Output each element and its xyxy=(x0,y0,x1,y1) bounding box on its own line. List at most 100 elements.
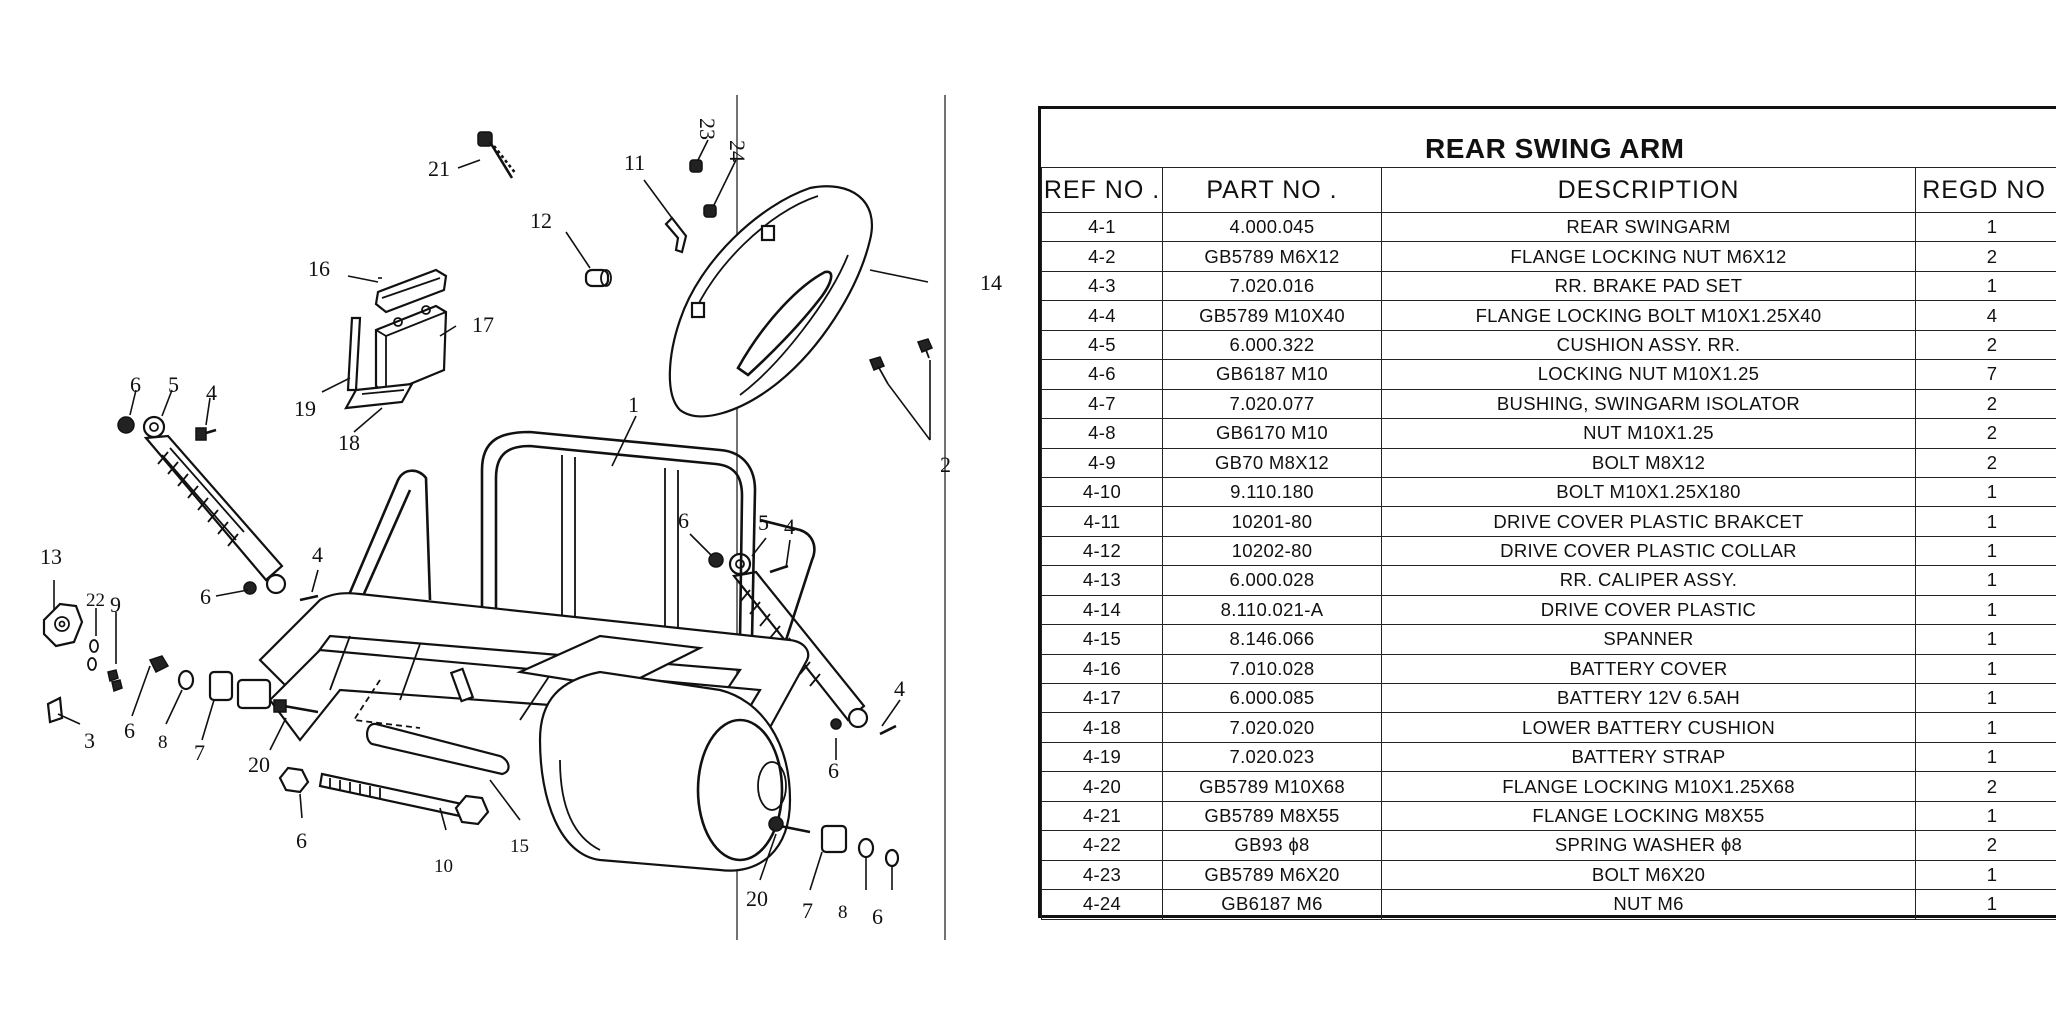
exploded-parts-diagram: 21 11 23 24 12 14 16 17 19 18 1 2 6 5 4 … xyxy=(40,95,1002,940)
table-title: REAR SWING ARM xyxy=(1041,109,2056,168)
part-12-collar xyxy=(584,268,612,288)
callout-6b: 6 xyxy=(200,584,211,609)
part-22-9-washers xyxy=(87,639,123,693)
parts-list-table: REAR SWING ARM REF NO . PART NO . DESCRI… xyxy=(1038,106,2056,920)
quantity-cell: 1 xyxy=(1914,565,2056,596)
description-cell: RR. CALIPER ASSY. xyxy=(1381,565,1916,596)
quantity-cell: 2 xyxy=(1914,447,2056,478)
ref-no-cell: 4-16 xyxy=(1041,653,1163,685)
description-cell: NUT M6 xyxy=(1381,889,1916,920)
description-cell: BATTERY STRAP xyxy=(1381,741,1916,773)
callout-6f: 6 xyxy=(828,758,839,783)
left-bushings xyxy=(148,655,272,710)
callout-24: 24 xyxy=(725,140,750,162)
part-no-cell: 6.000.028 xyxy=(1162,565,1382,596)
description-cell: SPRING WASHER ϕ8 xyxy=(1381,830,1916,861)
part-no-cell: GB6187 M6 xyxy=(1162,889,1382,920)
ref-no-cell: 4-20 xyxy=(1041,771,1163,802)
description-cell: SPANNER xyxy=(1381,624,1916,655)
callout-4b: 4 xyxy=(312,542,323,567)
quantity-cell: 1 xyxy=(1914,712,2056,743)
ref-no-cell: 4-17 xyxy=(1041,682,1163,714)
part-15-spanner xyxy=(366,722,510,776)
part-no-cell: GB6187 M10 xyxy=(1162,359,1382,390)
header-regd-no: REGD NO . xyxy=(1914,167,2056,213)
part-no-cell: GB5789 M8X55 xyxy=(1162,800,1382,832)
quantity-cell: 1 xyxy=(1914,270,2056,302)
quantity-cell: 2 xyxy=(1914,830,2056,861)
callout-14: 14 xyxy=(980,270,1002,295)
quantity-cell: 1 xyxy=(1914,506,2056,537)
right-bushings xyxy=(768,816,900,868)
description-cell: REAR SWINGARM xyxy=(1381,211,1916,243)
part-5-shock-left xyxy=(142,415,287,595)
quantity-cell: 2 xyxy=(1914,241,2056,272)
description-cell: BOLT M10X1.25X180 xyxy=(1381,476,1916,508)
part-no-cell: 10202-80 xyxy=(1162,535,1382,567)
description-cell: FLANGE LOCKING M10X1.25X68 xyxy=(1381,771,1916,802)
quantity-cell: 1 xyxy=(1914,624,2056,655)
part-11-bracket xyxy=(664,216,688,254)
part-no-cell: 9.110.180 xyxy=(1162,476,1382,508)
ref-no-cell: 4-22 xyxy=(1041,830,1163,861)
callout-5a: 5 xyxy=(168,372,179,397)
header-description: DESCRIPTION xyxy=(1381,167,1916,213)
callout-13: 13 xyxy=(40,544,62,569)
callout-6d: 6 xyxy=(296,828,307,853)
ref-no-cell: 4-23 xyxy=(1041,859,1163,891)
quantity-cell: 4 xyxy=(1914,300,2056,331)
part-3-brake-pad xyxy=(46,696,64,724)
quantity-cell: 2 xyxy=(1914,418,2056,449)
parts-table: REAR SWING ARM REF NO . PART NO . DESCRI… xyxy=(1041,109,2056,920)
quantity-cell: 1 xyxy=(1914,682,2056,714)
quantity-cell: 1 xyxy=(1914,889,2056,920)
quantity-cell: 1 xyxy=(1914,476,2056,508)
quantity-cell: 1 xyxy=(1914,594,2056,626)
part-13-caliper xyxy=(42,602,84,648)
quantity-cell: 1 xyxy=(1914,211,2056,243)
quantity-cell: 2 xyxy=(1914,329,2056,361)
callout-15: 15 xyxy=(510,836,529,857)
callout-18: 18 xyxy=(338,430,360,455)
ref-no-cell: 4-11 xyxy=(1041,506,1163,537)
description-cell: LOCKING NUT M10X1.25 xyxy=(1381,359,1916,390)
callout-23: 23 xyxy=(695,118,720,140)
callout-6e: 6 xyxy=(678,508,689,533)
ref-no-cell: 4-14 xyxy=(1041,594,1163,626)
callout-20b: 20 xyxy=(746,886,768,911)
description-cell: BUSHING, SWINGARM ISOLATOR xyxy=(1381,388,1916,420)
ref-no-cell: 4-8 xyxy=(1041,418,1163,449)
shock-fasteners xyxy=(117,416,897,736)
callout-4d: 4 xyxy=(894,676,905,701)
callout-4c: 4 xyxy=(784,514,795,539)
ref-no-cell: 4-19 xyxy=(1041,741,1163,773)
header-ref-no: REF NO . xyxy=(1041,167,1163,213)
header-part-no: PART NO . xyxy=(1162,167,1382,213)
callout-1: 1 xyxy=(628,392,639,417)
callout-7b: 7 xyxy=(802,898,813,923)
ref-no-cell: 4-13 xyxy=(1041,565,1163,596)
description-cell: BATTERY COVER xyxy=(1381,653,1916,685)
quantity-cell: 7 xyxy=(1914,359,2056,390)
callout-6g: 6 xyxy=(872,904,883,929)
ref-no-cell: 4-1 xyxy=(1041,211,1163,243)
description-cell: FLANGE LOCKING NUT M6X12 xyxy=(1381,241,1916,272)
part-no-cell: 8.146.066 xyxy=(1162,624,1382,655)
part-18-battery-cushion xyxy=(344,382,414,410)
callout-9: 9 xyxy=(110,592,121,617)
ref-no-cell: 4-2 xyxy=(1041,241,1163,272)
callout-11: 11 xyxy=(624,150,645,175)
ref-no-cell: 4-15 xyxy=(1041,624,1163,655)
